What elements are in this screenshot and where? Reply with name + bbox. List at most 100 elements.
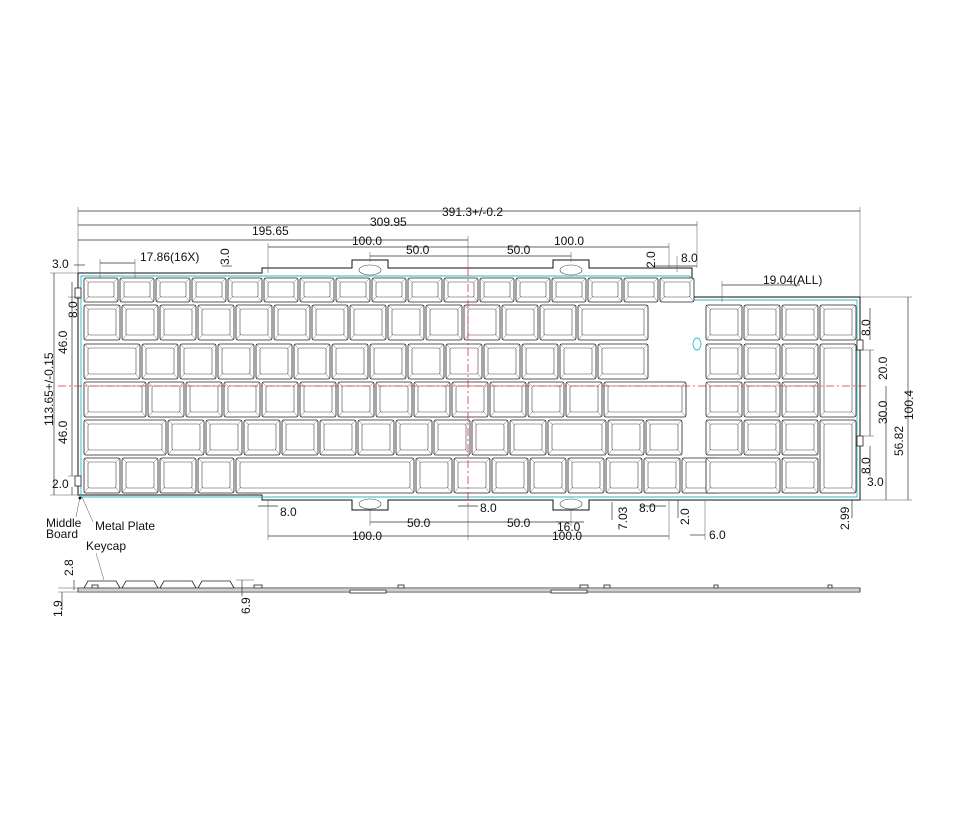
- key: [147, 381, 185, 418]
- key-grid: [83, 277, 857, 494]
- key: [299, 381, 337, 418]
- key: [235, 304, 273, 341]
- bottom-dimensions: [258, 500, 853, 540]
- key: [141, 343, 179, 380]
- dim-numpad-height: 56.82: [892, 426, 906, 456]
- dim-right-tab-upper: 8.0: [859, 319, 873, 336]
- key: [491, 457, 529, 494]
- dim-pitch-top: 17.86(16X): [140, 250, 199, 264]
- dim-right-edge-gap: 2.0: [678, 508, 692, 525]
- key: [319, 419, 357, 456]
- dim-right-tab-spacing: 20.0: [876, 356, 890, 380]
- key: [705, 381, 743, 418]
- key: [489, 381, 527, 418]
- key: [83, 381, 147, 418]
- left-dimensions: [50, 272, 80, 496]
- key: [471, 419, 509, 456]
- dim-overall-height: 113.65+/-0.15: [42, 352, 56, 426]
- key: [223, 381, 261, 418]
- key: [263, 277, 299, 303]
- key: [819, 304, 857, 341]
- right-tab-upper: [856, 339, 864, 351]
- key: [453, 457, 491, 494]
- key: [645, 419, 683, 456]
- key: [121, 457, 159, 494]
- key: [83, 304, 121, 341]
- label-middle-board-1: Middle: [46, 516, 82, 530]
- mount-slot: [358, 264, 382, 276]
- key: [515, 277, 551, 303]
- key: [433, 419, 471, 456]
- key: [819, 419, 857, 494]
- right-tab-lower: [856, 435, 864, 447]
- key: [121, 304, 159, 341]
- right-dimensions: [860, 296, 912, 501]
- dim-lower-half-right: 50.0: [507, 516, 531, 530]
- key: [559, 343, 597, 380]
- key: [567, 457, 605, 494]
- key: [539, 304, 577, 341]
- key: [521, 343, 559, 380]
- key: [387, 304, 425, 341]
- key: [705, 457, 781, 494]
- dim-bottom-tab-center: 8.0: [480, 501, 497, 515]
- mount-slot: [559, 264, 583, 276]
- key: [395, 419, 433, 456]
- dim-right-lower-spacing: 30.0: [876, 400, 890, 424]
- key: [369, 343, 407, 380]
- key: [235, 457, 415, 494]
- key: [191, 277, 227, 303]
- label-keycap: Keycap: [86, 539, 126, 553]
- key: [509, 419, 547, 456]
- dim-right-edge-offset: 2.99: [838, 506, 852, 530]
- key: [605, 457, 643, 494]
- dim-keycap-height: 2.8: [62, 559, 76, 576]
- key: [159, 304, 197, 341]
- key: [227, 277, 263, 303]
- key: [463, 304, 501, 341]
- key: [255, 343, 293, 380]
- key: [743, 343, 781, 380]
- key: [781, 381, 819, 418]
- key: [781, 343, 819, 380]
- dim-left-margin: 3.0: [52, 257, 69, 271]
- key: [83, 343, 141, 380]
- dim-numpad-overall: 100.4: [902, 390, 916, 420]
- key: [705, 419, 743, 456]
- key: [577, 304, 649, 341]
- key: [407, 277, 443, 303]
- key: [83, 277, 119, 303]
- key: [527, 381, 565, 418]
- dim-right-gap-b: 8.0: [681, 251, 698, 265]
- key: [155, 277, 191, 303]
- key: [371, 277, 407, 303]
- key: [197, 457, 235, 494]
- dim-right-bottom: 3.0: [867, 475, 884, 489]
- key: [705, 343, 743, 380]
- key: [659, 277, 695, 303]
- dim-lower-spacing-left: 100.0: [352, 529, 382, 543]
- side-view: [58, 579, 861, 610]
- dim-overall-width: 391.3+/-0.2: [442, 205, 503, 219]
- key: [375, 381, 413, 418]
- key: [243, 419, 281, 456]
- key: [281, 419, 319, 456]
- key: [335, 277, 371, 303]
- dim-lower-half-left: 50.0: [407, 516, 431, 530]
- dim-numpad-gap: 6.0: [709, 528, 726, 542]
- locating-hole: [692, 337, 702, 351]
- dim-half-width: 195.65: [252, 224, 289, 238]
- key: [179, 343, 217, 380]
- label-metal-plate: Metal Plate: [95, 519, 155, 533]
- key: [587, 277, 623, 303]
- dim-upper-spacing-right: 100.0: [554, 234, 584, 248]
- key: [547, 419, 607, 456]
- top-dimensions: [74, 207, 861, 302]
- dim-slot-width: 16.0: [557, 520, 581, 534]
- key: [451, 381, 489, 418]
- key: [425, 304, 463, 341]
- key: [623, 277, 659, 303]
- key: [407, 343, 445, 380]
- key: [501, 304, 539, 341]
- dim-bottom-tab-left: 8.0: [280, 505, 297, 519]
